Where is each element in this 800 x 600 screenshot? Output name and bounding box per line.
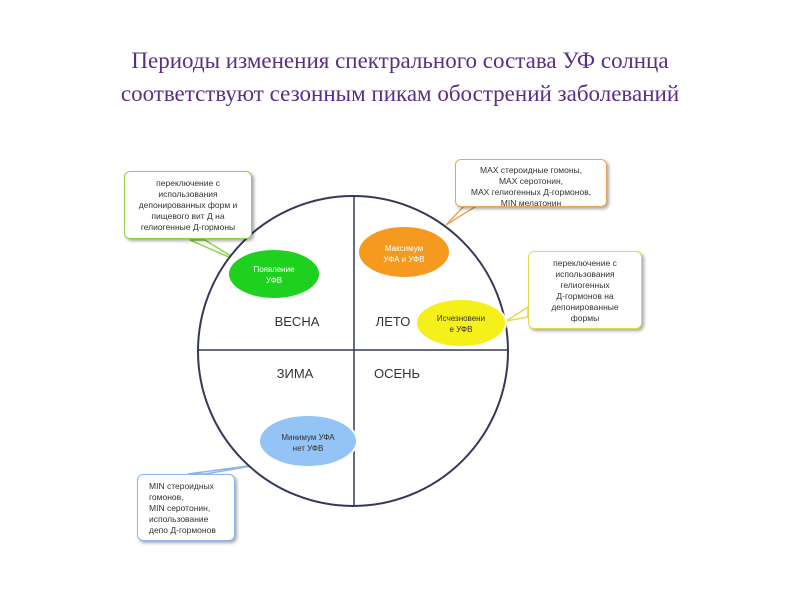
- callout-summer-line-4: MIN мелатонин: [500, 198, 562, 208]
- callout-autumn-switch: переключение с использования гелиогенных…: [528, 251, 642, 329]
- marker-appearance: Появление УФВ: [227, 248, 321, 300]
- title-line-1: Периоды изменения спектрального состава …: [131, 48, 669, 73]
- callout-summer-line-1: MAX стероидные гомоны,: [480, 165, 582, 175]
- title-line-2: соответствуют сезонным пикам обострений …: [120, 81, 680, 106]
- callout-spring-line-3: депонированных форм и: [138, 200, 238, 210]
- callout-winter-line-4: использование: [149, 514, 209, 524]
- callout-pointer-spring: [189, 239, 241, 263]
- marker-minimum: Минимум УФА нет УФВ: [258, 414, 358, 468]
- callout-pointer-autumn: [505, 305, 529, 322]
- marker-appearance-line2: УФВ: [266, 276, 282, 285]
- marker-disappearance: Исчезновени е УФВ: [415, 298, 507, 348]
- callout-spring-switch: переключение с использования депонирован…: [124, 171, 252, 239]
- callout-spring-line-1: переключение с: [156, 178, 220, 188]
- callout-autumn-line-5: депонированные: [551, 302, 619, 312]
- season-label-summer: ЛЕТО: [376, 314, 411, 329]
- marker-maximum-line2: УФА и УФВ: [383, 255, 424, 264]
- callout-winter-min: MIN стероидных гомонов, MIN серотонин, и…: [137, 474, 235, 541]
- season-label-autumn: ОСЕНЬ: [374, 366, 420, 381]
- callout-autumn-line-3: гелиогенных: [560, 280, 610, 290]
- callout-spring-line-4: пищевого вит Д на: [151, 211, 225, 221]
- marker-maximum-ellipse: [357, 225, 451, 279]
- callout-autumn-line-4: Д-гормонов на: [556, 291, 614, 301]
- callout-winter-line-3: MIN серотонин,: [149, 503, 211, 513]
- page-title: Периоды изменения спектрального состава …: [0, 44, 800, 110]
- callout-autumn-line-6: формы: [570, 313, 600, 323]
- marker-appearance-ellipse: [227, 248, 321, 300]
- marker-maximum: Максимум УФА и УФВ: [357, 225, 451, 279]
- callout-winter-line-1: MIN стероидных: [149, 481, 214, 491]
- marker-disappearance-line1: Исчезновени: [437, 314, 485, 323]
- marker-minimum-line1: Минимум УФА: [281, 433, 335, 442]
- marker-minimum-ellipse: [258, 414, 358, 468]
- marker-appearance-line1: Появление: [253, 265, 295, 274]
- marker-maximum-line1: Максимум: [385, 244, 423, 253]
- marker-disappearance-line2: е УФВ: [450, 325, 473, 334]
- marker-disappearance-ellipse: [415, 298, 507, 348]
- callout-spring-line-5: гелиогенные Д-гормоны: [140, 222, 236, 232]
- season-label-winter: ЗИМА: [277, 366, 314, 381]
- callout-spring-line-2: использования: [158, 189, 218, 199]
- callout-autumn-line-1: переключение с: [553, 258, 617, 268]
- callout-summer-line-3: MAX гелиогенных Д-гормонов,: [470, 187, 592, 197]
- callout-summer-max: MAX стероидные гомоны, MAX серотонин, MA…: [455, 159, 607, 208]
- callout-summer-line-2: MAX серотонин,: [498, 176, 564, 186]
- callout-autumn-line-2: использования: [555, 269, 615, 279]
- callout-winter-line-2: гомонов,: [149, 492, 184, 502]
- callout-winter-line-5: депо Д-гормонов: [149, 525, 216, 535]
- year-circle: [197, 195, 509, 507]
- season-label-spring: ВЕСНА: [275, 314, 320, 329]
- marker-minimum-line2: нет УФВ: [293, 444, 324, 453]
